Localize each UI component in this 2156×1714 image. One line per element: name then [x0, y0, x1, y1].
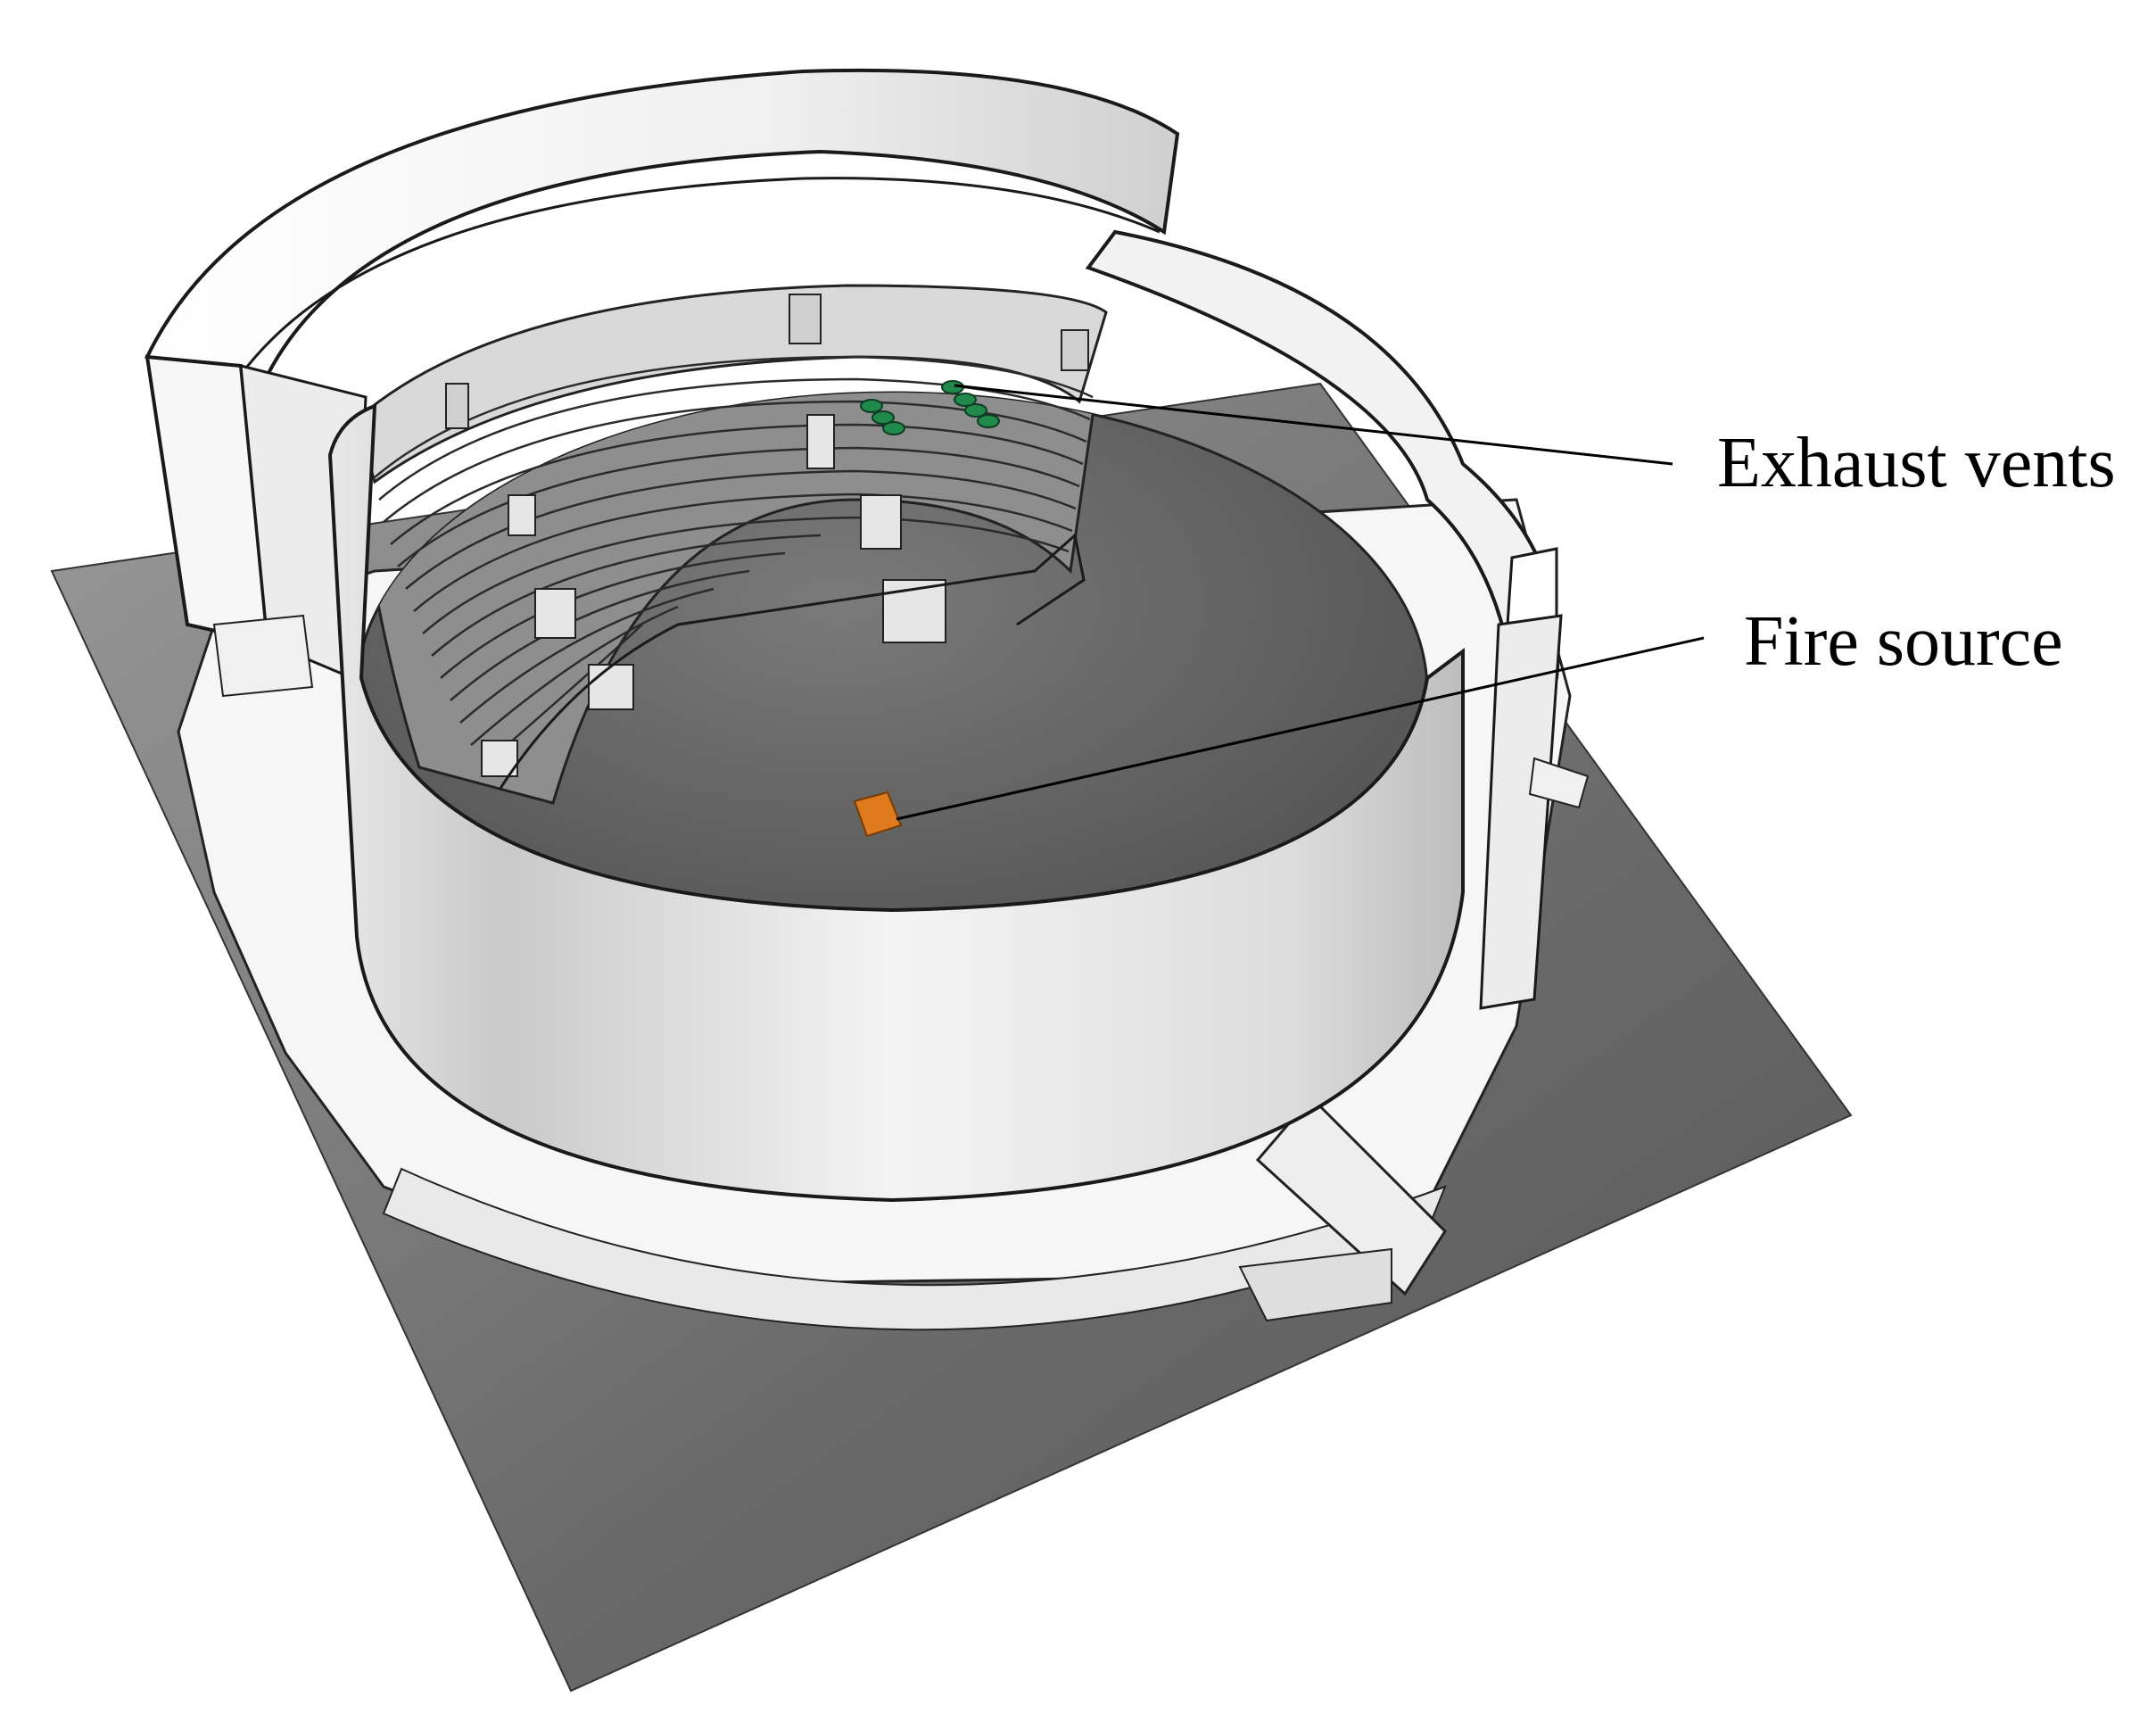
outer-shell-back: [145, 68, 1180, 377]
exhaust-vents: [860, 380, 1000, 435]
entrance-block-right: [1255, 1095, 1447, 1296]
outer-shell-top-band: [239, 177, 1161, 376]
exhaust-vents-label: Exhaust vents: [1717, 424, 2116, 502]
inner-drum-back-wall: [355, 284, 1108, 484]
exhaust-vents-leader-line: [954, 384, 1673, 466]
right-pillar: [1479, 614, 1563, 1010]
side-structure-left: [212, 614, 314, 698]
fire-source-leader-line: [896, 636, 1705, 821]
fire-source-label: Fire source: [1744, 602, 2063, 681]
seating-aisles: [481, 414, 946, 777]
fire-source-block: [853, 791, 903, 838]
seating-front-edge: [498, 533, 1086, 791]
entrance-block-bottom: [1238, 1247, 1392, 1322]
back-wall-openings: [445, 294, 1089, 429]
side-structure-right: [1528, 757, 1590, 809]
inner-drum-rim: [359, 677, 1429, 912]
